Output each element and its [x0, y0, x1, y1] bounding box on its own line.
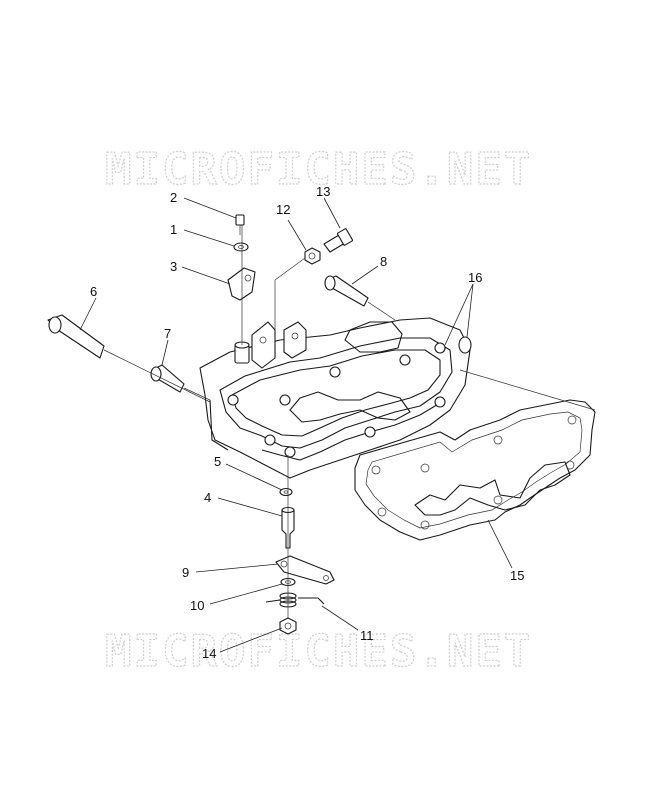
callout-16: 16: [468, 270, 482, 285]
callout-14: 14: [202, 646, 216, 661]
nut-14-part: [279, 617, 297, 635]
washer-1-part: [233, 242, 249, 252]
washer-5-part: [279, 487, 293, 497]
callout-10: 10: [190, 598, 204, 613]
callout-2: 2: [170, 190, 177, 205]
callout-15: 15: [510, 568, 524, 583]
bolt-7-part: [150, 364, 185, 393]
bolt-6-part: [47, 314, 105, 359]
callout-4: 4: [204, 490, 211, 505]
nut-12-part: [304, 247, 321, 265]
callout-5: 5: [214, 454, 221, 469]
bolt-13-part: [323, 228, 354, 253]
watermark-bottom: MICROFICHES.NET: [105, 626, 532, 677]
leader-lines: [79, 197, 513, 653]
callout-7: 7: [164, 326, 171, 341]
callout-11: 11: [360, 628, 374, 643]
callout-13: 13: [316, 184, 330, 199]
spring-11-part: [265, 592, 325, 608]
bolt-8-part: [324, 275, 369, 307]
lever-9-part: [275, 555, 335, 585]
watermark-top: MICROFICHES.NET: [105, 144, 532, 195]
callout-6: 6: [90, 284, 97, 299]
assembly-axis-lines: [103, 225, 596, 618]
callout-3: 3: [170, 259, 177, 274]
bracket-3-part: [227, 267, 256, 301]
callout-12: 12: [276, 202, 290, 217]
callout-8: 8: [380, 254, 387, 269]
gasket-part: [354, 399, 596, 541]
callout-1: 1: [170, 222, 177, 237]
callout-9: 9: [182, 565, 189, 580]
manifold-body-part: [199, 317, 472, 479]
screw-2-part: [235, 214, 245, 235]
